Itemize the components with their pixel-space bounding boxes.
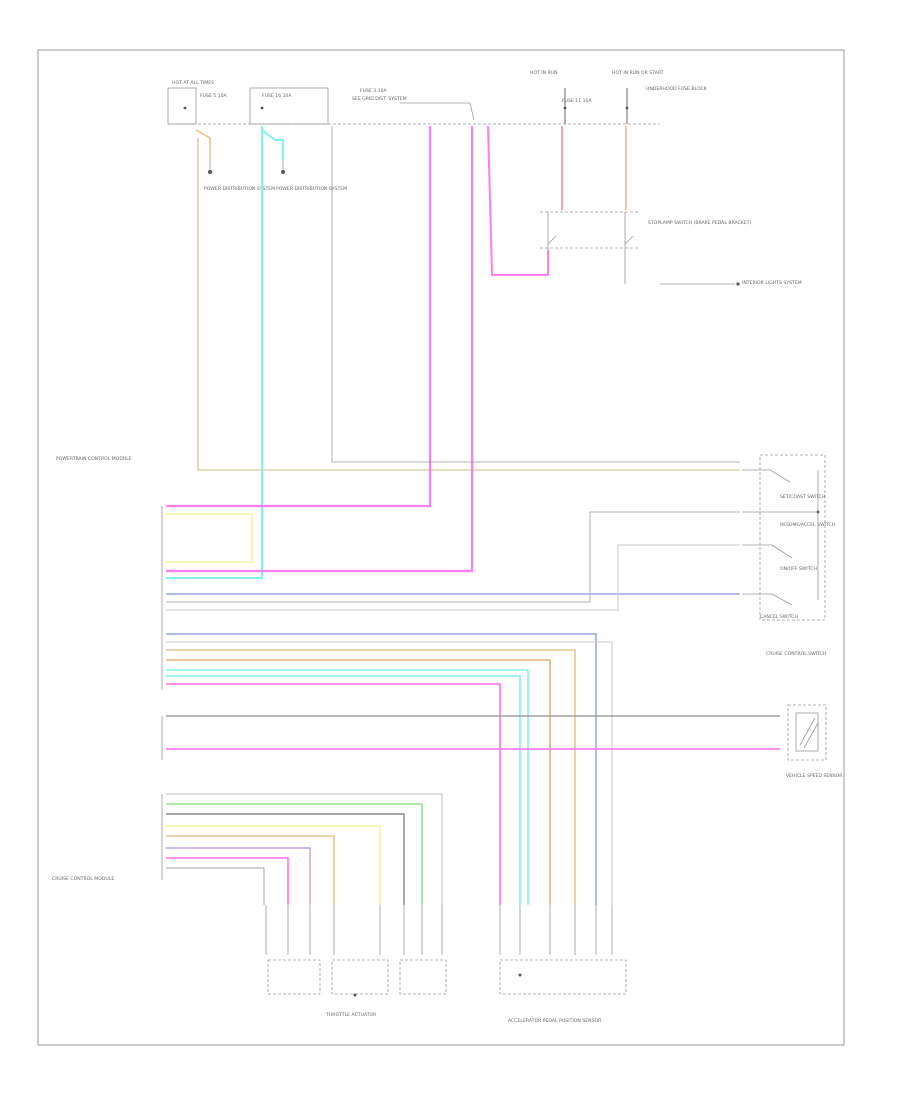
wire-tan-main [197,138,740,471]
pedal-position-connector: ACCELERATOR PEDAL POSITION SENSOR [499,905,627,1024]
switch-label-resume: RESUME/ACCEL SWITCH [780,522,835,528]
fuse-run-label: HOT IN RUN [530,70,558,76]
fuse-right-box-label: FUSE 11 10A [562,98,592,104]
wire-magenta-lower [166,683,501,905]
wire-gray-lower-1 [166,641,613,905]
switch-label-cancel: CANCEL SWITCH [760,614,798,620]
ground-left-label: POWER DISTRIBUTION SYSTEM [204,186,275,192]
wire-green-cm [166,803,423,905]
switch-label-set: SET/COAST SWITCH [780,494,825,500]
fuse-run-start-label: HOT IN RUN OR START [612,70,664,76]
throttle-actuator-label: THROTTLE ACTUATOR [325,1012,377,1018]
ground-center-label: POWER DISTRIBUTION SYSTEM [276,186,347,192]
wire-magenta-1 [166,126,432,508]
wire-orange-left [195,129,211,160]
wire-tan-cm [166,835,335,905]
wire-yellow-upper [166,513,253,563]
fuse-hot-label: HOT AT ALL TIMES [172,80,214,86]
wire-gray-cm-1 [166,793,443,905]
throttle-actuator-connector: THROTTLE ACTUATOR [265,905,447,1018]
wire-purple-cm [166,847,311,905]
pcm-connector-list: POWERTRAIN CONTROL MODULE CRUISE CONTROL… [52,456,163,882]
switch-label-onoff: ON/OFF SWITCH [780,566,817,572]
pcm-label: POWERTRAIN CONTROL MODULE [56,456,132,462]
wire-blue-lower [166,633,597,905]
fuse-left-label: FUSE 5 10A [200,93,228,99]
cruise-switch-assembly-label: CRUISE CONTROL SWITCH [766,651,826,657]
wire-tan-lower [166,649,576,905]
wire-gray-switch-1 [166,511,740,603]
stoplamp-switch-label: STOPLAMP SWITCH (BRAKE PEDAL BRACKET) [648,220,751,226]
wire-cyan-lower-2 [166,675,521,905]
wire-gray-switch-2 [166,544,740,611]
fuse-right-label: FUSE 3 10A [360,88,388,94]
wire-cyan-branch [261,129,284,160]
wire-magenta-cm [166,857,289,905]
pedal-sensor-label: ACCELERATOR PEDAL POSITION SENSOR [508,1018,602,1024]
wire-gray-cm-2 [166,867,265,905]
fuse-center-label: FUSE 16 10A [262,93,292,99]
wire-cyan-main [166,126,263,579]
fuse-block-label: UNDERHOOD FUSE BLOCK [646,86,708,92]
speed-sensor: VEHICLE SPEED SENSOR [786,704,843,779]
speed-sensor-label: VEHICLE SPEED SENSOR [786,773,843,779]
wire-yellow-cm [166,825,381,905]
wire-magenta-3 [487,125,549,276]
fuse-block-area: HOT AT ALL TIMES FUSE 5 10A FUSE 16 10A … [167,70,708,192]
wire-orange-lower [166,659,551,905]
wire-black-cm [166,813,405,905]
stop-lamp-switch-area: STOPLAMP SWITCH (BRAKE PEDAL BRACKET) IN… [540,211,802,286]
cruise-module-label: CRUISE CONTROL MODULE [52,876,114,882]
interior-lights-label: INTERIOR LIGHTS SYSTEM [742,280,802,286]
diagram-frame [37,49,845,1046]
cruise-switch-box: SET/COAST SWITCH RESUME/ACCEL SWITCH ON/… [742,454,835,657]
wire-cyan-lower-1 [166,669,529,905]
wire-magenta-2 [166,126,474,573]
grid-block-label: SEE GRID DIST. SYSTEM [352,96,407,102]
